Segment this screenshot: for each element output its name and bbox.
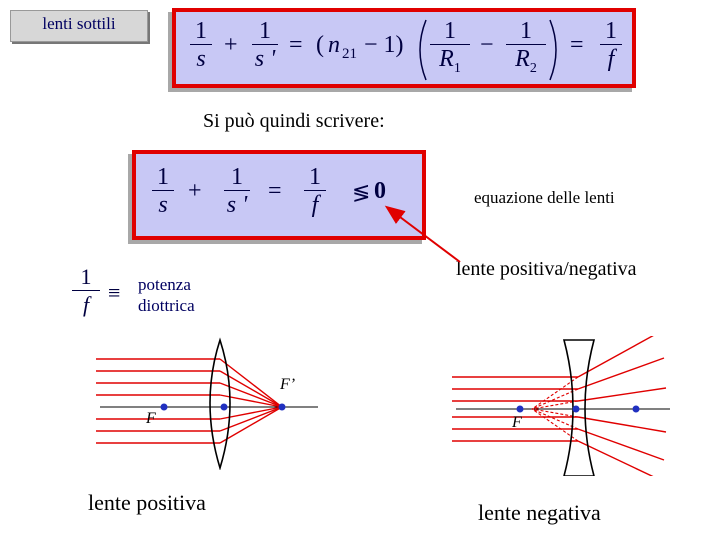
radius-subscript: 2: [529, 60, 537, 76]
intro-text: Si può quindi scrivere:: [203, 110, 385, 132]
virtual-rays: [531, 376, 579, 442]
title-tab-label: lenti sottili: [42, 14, 116, 33]
lensmaker-equation-box: 1 s + 1 s ' = ( n 21 − 1) 1 R1 − 1 R2 = …: [172, 8, 636, 88]
negative-lens-diagram: [452, 336, 670, 476]
denominator: R2: [506, 45, 546, 83]
frac-1-over-s-prime: 1 s ': [252, 18, 278, 73]
numerator: 1: [224, 164, 250, 191]
title-tab: lenti sottili: [10, 10, 148, 42]
frac-1-over-s: 1 s: [152, 164, 174, 219]
big-close-paren: [549, 19, 557, 81]
frac-1-over-R1: 1 R1: [430, 18, 470, 83]
numerator: 1: [252, 18, 278, 45]
big-open-paren: [419, 19, 427, 81]
negative-focus-label: F: [512, 414, 522, 431]
radius-subscript: 1: [453, 60, 461, 76]
object-focus-dot: [160, 403, 168, 411]
image-focus-dot: [278, 403, 286, 411]
convex-lens-icon: [209, 337, 231, 470]
less-greater-sign: ≶: [352, 180, 371, 205]
denominator: f: [82, 292, 90, 317]
sign-note: lente positiva/negativa: [456, 258, 637, 280]
numerator: 1: [304, 164, 326, 191]
positive-image-focus-label: F’: [280, 376, 296, 393]
denominator: f: [311, 192, 319, 218]
refracted-rays: [219, 358, 283, 444]
frac-1-over-s: 1 s: [190, 18, 212, 73]
concave-lens-icon: [562, 339, 596, 476]
plus-sign: +: [224, 32, 238, 58]
denominator: s ': [226, 192, 248, 218]
sign-pointer-arrow: [384, 205, 461, 263]
incoming-rays: [96, 358, 220, 444]
virtual-focus-dot: [516, 405, 524, 413]
frac-1-over-f: 1 f: [600, 18, 622, 73]
zero: 0: [374, 178, 386, 204]
far-focus-dot: [632, 405, 640, 413]
equals-sign: =: [268, 178, 282, 204]
positive-lens-diagram: [96, 337, 318, 470]
denominator: f: [607, 46, 615, 72]
lens-equation-box: 1 s + 1 s ' = 1 f ≶ 0: [132, 150, 426, 240]
frac-1-over-R2: 1 R2: [506, 18, 546, 83]
lens-center-dot: [572, 405, 580, 413]
denominator: s: [196, 46, 206, 72]
frac-1-over-f: 1 f: [72, 264, 100, 319]
diverging-rays: [577, 336, 667, 476]
power-label-line1: potenza: [138, 275, 191, 294]
positive-focus-label: F: [146, 410, 156, 427]
numerator: 1: [72, 264, 100, 291]
lens-equation-label: equazione delle lenti: [474, 188, 615, 207]
positive-lens-caption: lente positiva: [88, 490, 206, 515]
refractive-index-n: n: [328, 32, 340, 58]
radius-R: R: [439, 46, 454, 72]
frac-1-over-s-prime: 1 s ': [224, 164, 250, 219]
denominator: s: [158, 192, 168, 218]
denominator: R1: [430, 45, 470, 83]
power-label: potenza diottrica: [138, 274, 195, 316]
incoming-rays: [452, 376, 578, 442]
power-label-line2: diottrica: [138, 296, 195, 315]
numerator: 1: [190, 18, 212, 45]
negative-lens-caption: lente negativa: [478, 500, 601, 525]
numerator: 1: [430, 18, 470, 45]
minus-sign: −: [480, 32, 494, 58]
plus-sign: +: [188, 178, 202, 204]
power-definition: 1 f ≡: [68, 262, 218, 326]
numerator: 1: [506, 18, 546, 45]
numerator: 1: [600, 18, 622, 45]
radius-R: R: [515, 46, 530, 72]
equals-sign: =: [570, 32, 584, 58]
refractive-index-subscript: 21: [342, 46, 357, 62]
minus-one-close-paren: − 1): [364, 32, 404, 58]
frac-1-over-f: 1 f: [304, 164, 326, 219]
denominator: s ': [254, 46, 276, 72]
open-paren: (: [316, 32, 324, 58]
equals-sign: =: [289, 32, 303, 58]
lens-center-dot: [220, 403, 228, 411]
numerator: 1: [152, 164, 174, 191]
identity-sign: ≡: [108, 280, 121, 305]
